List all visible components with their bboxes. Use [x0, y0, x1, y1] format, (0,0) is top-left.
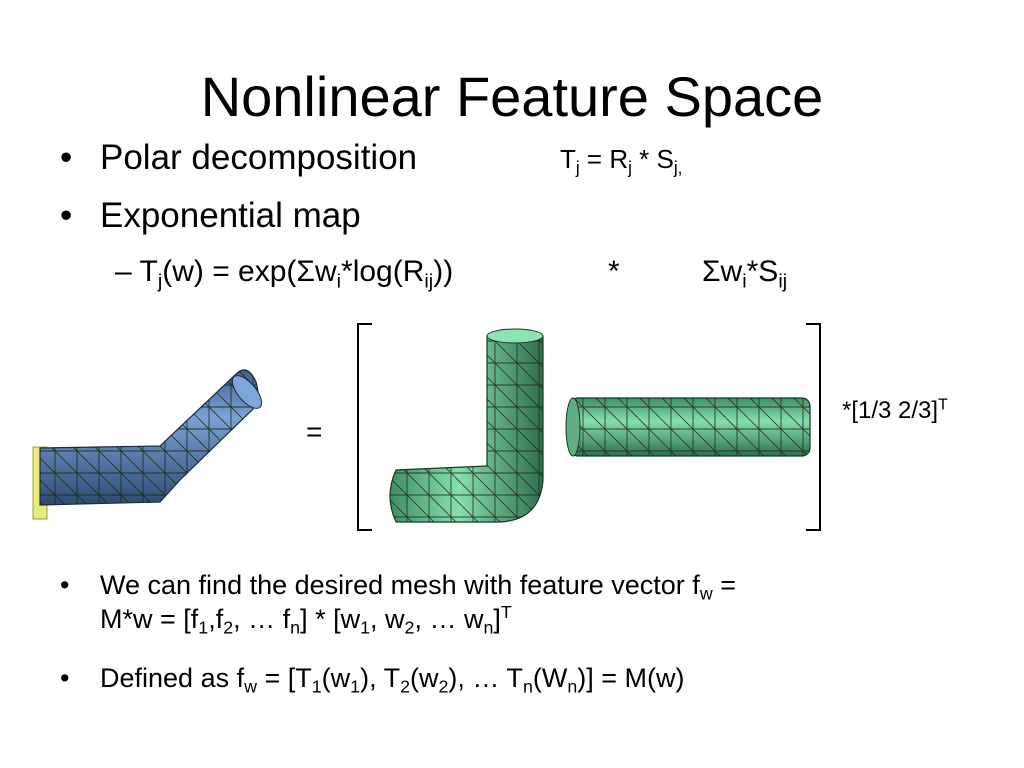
- straight-mesh: [565, 397, 811, 457]
- page-title: Nonlinear Feature Space: [200, 65, 824, 128]
- exponential-map-formula: – Tj(w) = exp(Σwi*log(Rij)): [115, 255, 454, 293]
- formula-multiply: *: [608, 255, 620, 288]
- bullet-marker: •: [60, 570, 70, 600]
- polar-label: Polar decomposition: [100, 138, 418, 177]
- left-bracket: [357, 323, 372, 531]
- bullet-marker: •: [60, 196, 73, 235]
- bullet-feature-vector: We can find the desired mesh with featur…: [100, 570, 736, 638]
- l-shaped-mesh: [389, 328, 544, 523]
- equals-sign: =: [306, 416, 322, 447]
- bullet-marker: •: [60, 138, 73, 177]
- formula-stretch-term: Σwi*Sij: [702, 255, 788, 293]
- blended-mesh: [32, 369, 263, 520]
- mesh-figure: =: [32, 323, 821, 531]
- polar-formula: Tj = Rj * Sj,: [560, 144, 683, 178]
- bullet-marker: •: [60, 663, 70, 693]
- right-bracket: [806, 323, 821, 531]
- bullet-exponential-map: Exponential map: [100, 196, 361, 235]
- bullet-defined-as: Defined as fw = [T1(w1), T2(w2), … Tn(Wn…: [100, 663, 685, 697]
- weights-vector: *[1/3 2/3]T: [842, 396, 948, 424]
- bullet-polar-decomposition: Polar decomposition: [100, 138, 417, 178]
